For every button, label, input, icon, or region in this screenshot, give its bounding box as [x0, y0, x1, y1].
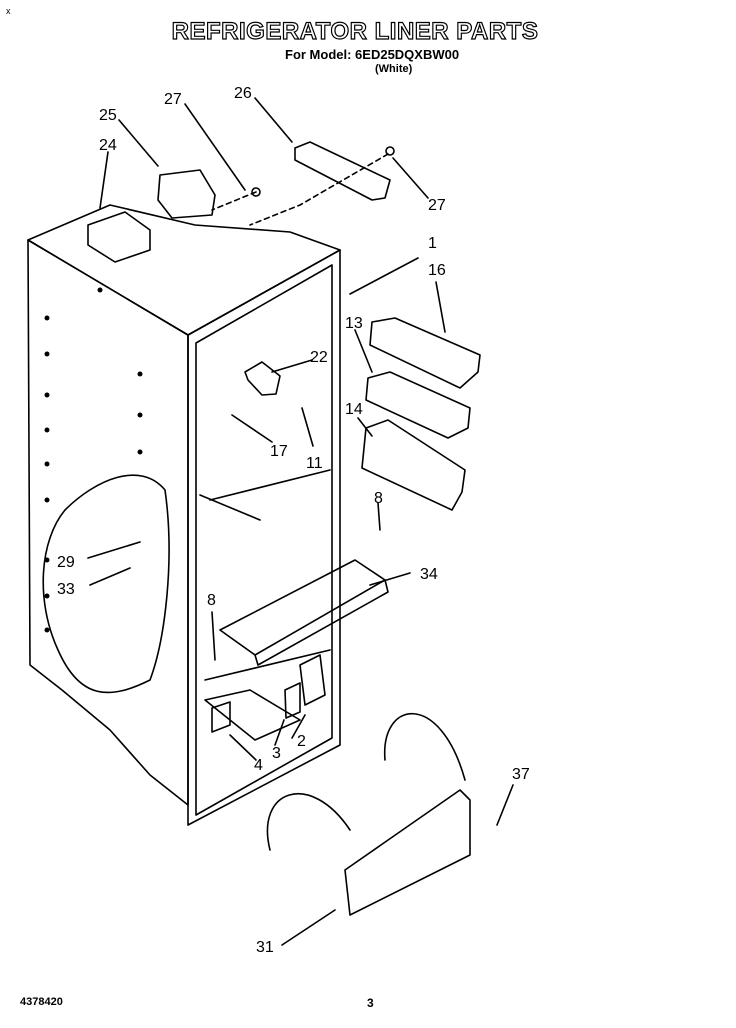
- callout-34: 34: [420, 566, 438, 583]
- liner-front-frame: [187, 249, 341, 826]
- callout-3: 3: [272, 745, 281, 762]
- bracket-part-4: [211, 701, 231, 733]
- callout-1: 1: [428, 235, 437, 252]
- callout-2: 2: [297, 733, 306, 750]
- liner-inner-line-1: [199, 469, 331, 521]
- callout-37: 37: [512, 766, 530, 783]
- callout-8a: 8: [374, 490, 383, 507]
- bracket-part-2: [299, 654, 326, 706]
- callout-8b: 8: [207, 592, 216, 609]
- doc-number: 4378420: [20, 996, 63, 1008]
- cover-part-13: [365, 371, 471, 439]
- callout-4: 4: [254, 757, 263, 774]
- side-holes: [44, 287, 143, 633]
- color-line: (White): [375, 63, 413, 75]
- callout-25: 25: [99, 107, 117, 124]
- callout-13: 13: [345, 315, 363, 332]
- liner-front-inner: [195, 264, 333, 816]
- callout-11: 11: [306, 455, 323, 472]
- callout-16: 16: [428, 262, 446, 279]
- callout-27a: 27: [164, 91, 182, 108]
- heater-part-31: [344, 789, 471, 916]
- trim-part-16: [369, 317, 481, 389]
- side-gasket: [42, 474, 170, 694]
- vent-part-24: [87, 211, 151, 263]
- callout-33: 33: [57, 581, 75, 598]
- liner-inner-line-2: [204, 649, 331, 681]
- corner-mark: x: [6, 6, 11, 16]
- page-number: 3: [367, 996, 374, 1010]
- panel-part-14: [361, 419, 466, 511]
- callout-27b: 27: [428, 197, 446, 214]
- model-line: For Model: 6ED25DQXBW00: [285, 47, 460, 62]
- rail-part-26: [294, 141, 391, 201]
- bracket-part-22: [244, 361, 281, 396]
- callout-14: 14: [345, 401, 363, 418]
- screw-27a: [251, 187, 261, 197]
- liner-left-outer: [27, 239, 189, 806]
- callout-29: 29: [57, 554, 75, 571]
- screw-27b: [385, 146, 395, 156]
- callout-17: 17: [270, 443, 288, 460]
- bracket-part-25: [157, 169, 216, 219]
- callout-labels: 25 27 26 24 27 1 16 13 22 14 17 11 8 29 …: [57, 85, 530, 956]
- bracket-part-3: [284, 682, 301, 719]
- page-title: REFRIGERATOR LINER PARTS: [171, 17, 539, 45]
- callout-26: 26: [234, 85, 252, 102]
- liner-bottom: [204, 689, 301, 741]
- liner-top: [27, 204, 341, 336]
- heater-wire: [266, 712, 466, 851]
- callout-24: 24: [99, 137, 117, 154]
- callout-22: 22: [310, 349, 328, 366]
- callout-31: 31: [256, 939, 274, 956]
